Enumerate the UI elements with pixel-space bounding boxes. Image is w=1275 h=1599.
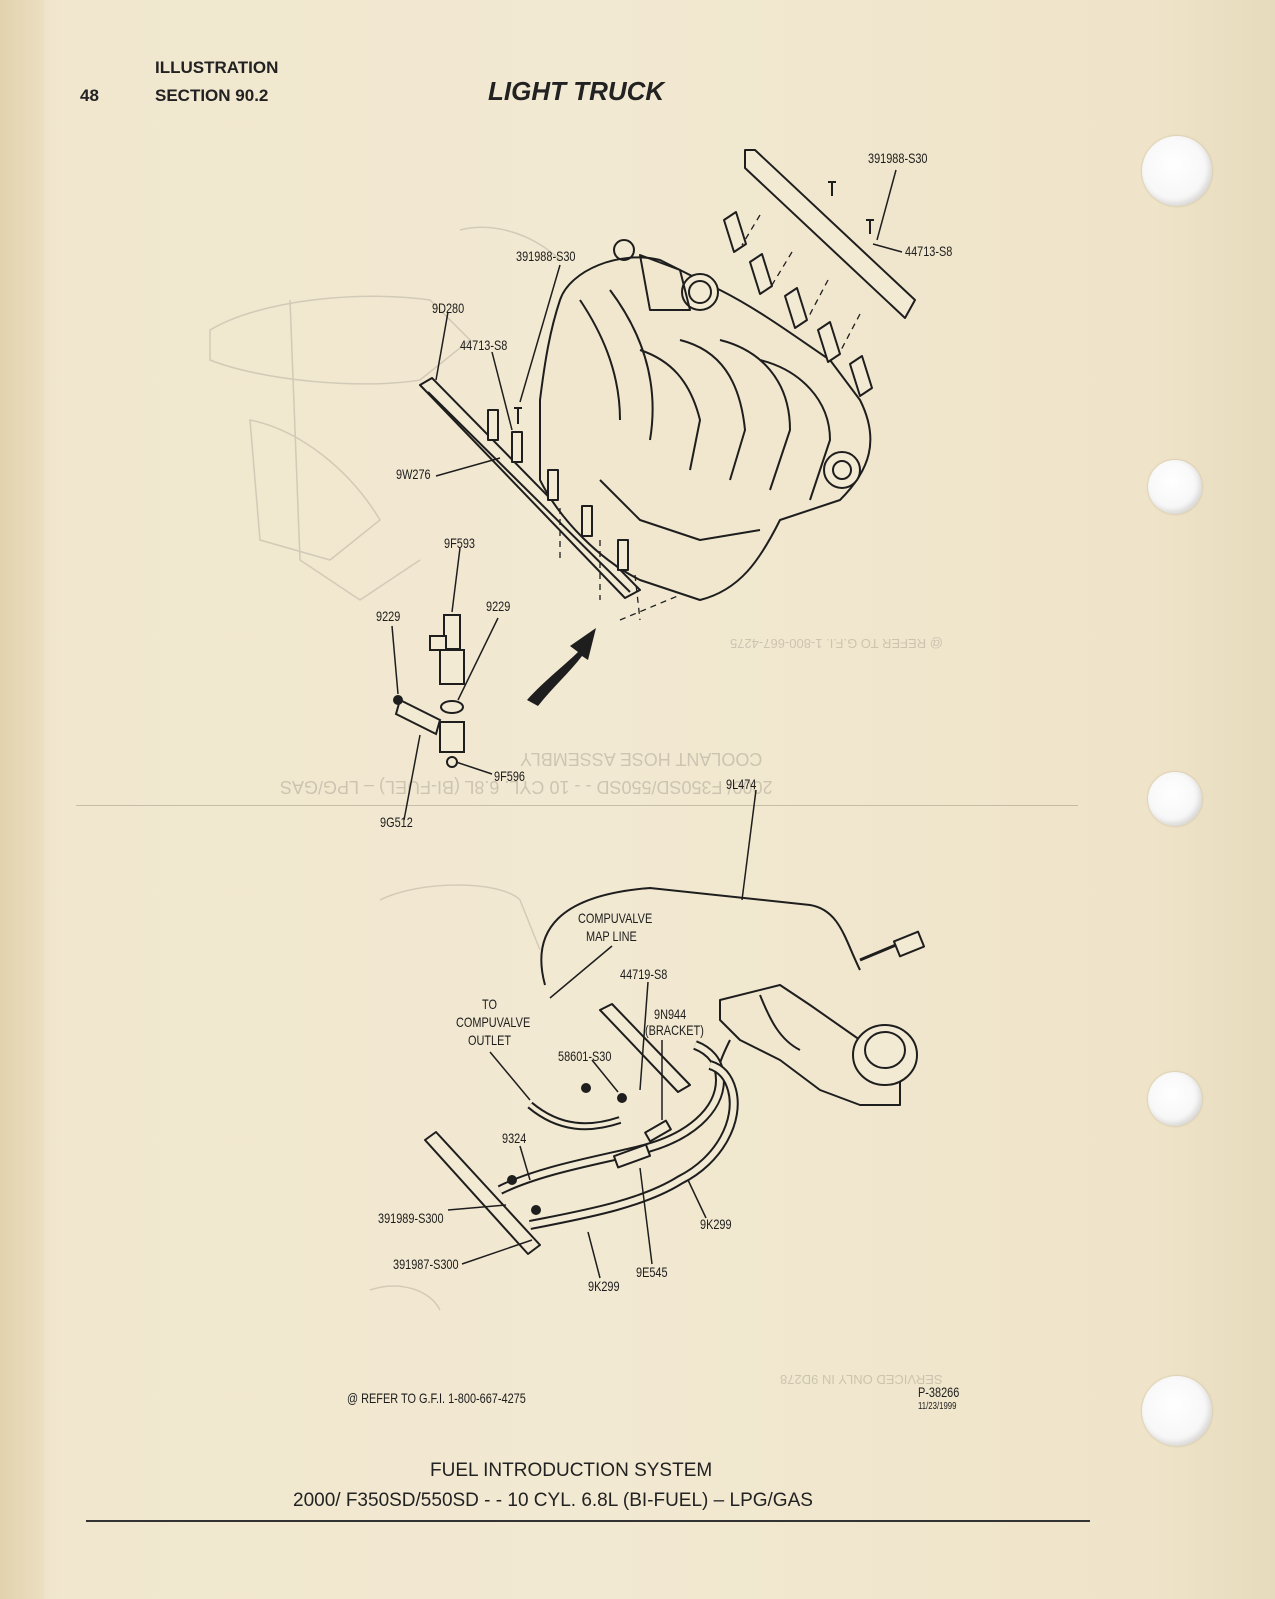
callout-9d280: 9D280 bbox=[432, 300, 465, 316]
section-label: SECTION 90.2 bbox=[155, 86, 269, 105]
plate-number: P-38266 bbox=[918, 1384, 960, 1400]
callout-9f596: 9F596 bbox=[494, 768, 525, 784]
callout-9324: 9324 bbox=[502, 1130, 527, 1146]
binder-hole-1 bbox=[1142, 136, 1212, 206]
injector-exploded-view bbox=[393, 614, 465, 768]
callout-391989-s300: 391989-S300 bbox=[378, 1210, 444, 1226]
callout-9k299-right: 9K299 bbox=[700, 1216, 732, 1232]
bleed-through-engine bbox=[209, 226, 561, 1311]
callout-44719-s8: 44719-S8 bbox=[620, 966, 668, 982]
illustration-label: ILLUSTRATION bbox=[155, 58, 279, 77]
callout-9f593: 9F593 bbox=[444, 535, 475, 551]
callout-391987-s300: 391987-S300 bbox=[393, 1256, 459, 1272]
vaporizer-fuel-line-drawing bbox=[424, 887, 926, 1255]
direction-arrow bbox=[527, 628, 596, 706]
caption-rule bbox=[86, 1520, 1090, 1522]
bleed-through-rule bbox=[76, 805, 1078, 806]
figure-caption-subtitle: 2000/ F350SD/550SD - - 10 CYL. 6.8L (BI-… bbox=[293, 1490, 813, 1511]
gfi-reference-note: @ REFER TO G.F.I. 1-800-667-4275 bbox=[347, 1390, 526, 1406]
page-number: 48 bbox=[80, 86, 99, 105]
callout-391988-s30-right: 391988-S30 bbox=[868, 150, 928, 166]
callout-to-compuvalve-outlet-2: COMPUVALVE bbox=[456, 1014, 531, 1030]
callout-9229-right: 9229 bbox=[486, 598, 511, 614]
page-edge-shadow bbox=[0, 0, 44, 1599]
callout-391988-s30-left: 391988-S30 bbox=[516, 248, 576, 264]
binder-hole-5 bbox=[1142, 1376, 1212, 1446]
binder-hole-2 bbox=[1148, 460, 1202, 514]
callout-bracket: (BRACKET) bbox=[645, 1022, 704, 1038]
callout-9l474: 9L474 bbox=[726, 776, 757, 792]
callout-58601-s30: 58601-S30 bbox=[558, 1048, 612, 1064]
intake-manifold-drawing bbox=[419, 149, 916, 621]
callout-9g512: 9G512 bbox=[380, 814, 413, 830]
callout-9229-left: 9229 bbox=[376, 608, 401, 624]
callout-to-compuvalve-outlet-3: OUTLET bbox=[468, 1032, 512, 1048]
callout-9e545: 9E545 bbox=[636, 1264, 668, 1280]
callout-compuvalve-map-line-1: COMPUVALVE bbox=[578, 910, 653, 926]
callout-9w276: 9W276 bbox=[396, 466, 431, 482]
plate-date: 11/23/1999 bbox=[918, 1401, 957, 1412]
callout-to-compuvalve-outlet-1: TO bbox=[482, 996, 497, 1012]
page-title: LIGHT TRUCK bbox=[488, 76, 665, 106]
callout-leader-lines bbox=[391, 169, 903, 1279]
callout-9n944: 9N944 bbox=[654, 1006, 687, 1022]
callout-44713-s8-left: 44713-S8 bbox=[460, 337, 508, 353]
callout-44713-s8-right: 44713-S8 bbox=[905, 243, 953, 259]
callout-compuvalve-map-line-2: MAP LINE bbox=[586, 928, 637, 944]
binder-hole-3 bbox=[1148, 772, 1202, 826]
binder-hole-4 bbox=[1148, 1072, 1202, 1126]
callout-9k299-bottom: 9K299 bbox=[588, 1278, 620, 1294]
figure-caption-title: FUEL INTRODUCTION SYSTEM bbox=[430, 1460, 713, 1481]
